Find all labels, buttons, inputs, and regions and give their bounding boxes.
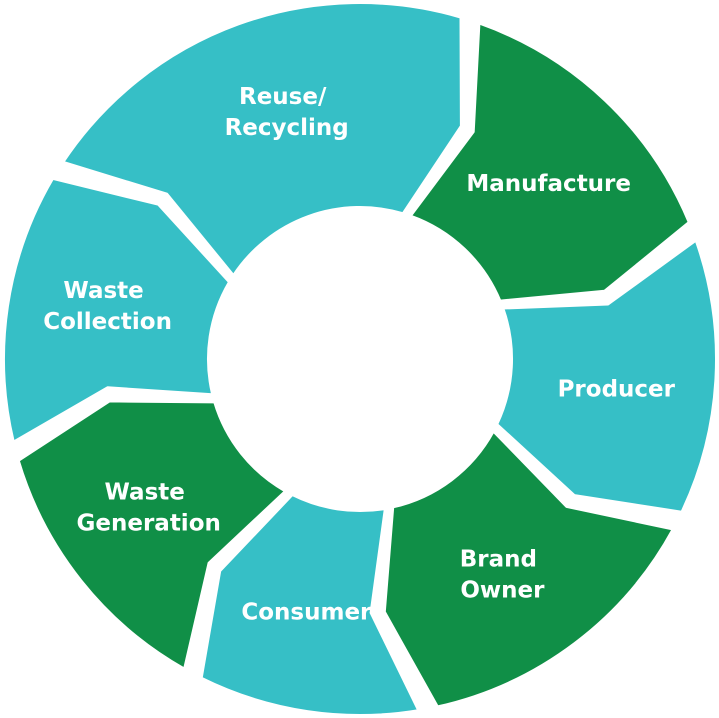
segment-label-producer: Producer bbox=[558, 376, 676, 402]
segment-label-reuse-recycling: Reuse/ Recycling bbox=[225, 84, 349, 141]
segment-label-waste-generation: Waste Generation bbox=[77, 480, 221, 537]
label-line: Owner bbox=[460, 578, 545, 604]
label-line: Reuse/ bbox=[239, 84, 327, 110]
label-line: Recycling bbox=[225, 115, 349, 141]
labels-layer: Manufacture Producer Brand Owner Consume… bbox=[43, 84, 675, 625]
label-line: Waste bbox=[105, 480, 185, 506]
segment-manufacture bbox=[410, 22, 690, 302]
label-line: Brand bbox=[460, 547, 537, 573]
label-line: Manufacture bbox=[466, 171, 631, 197]
label-line: Collection bbox=[43, 309, 172, 335]
segment-label-manufacture: Manufacture bbox=[466, 171, 631, 197]
segment-reuse-recycling bbox=[62, 2, 462, 276]
segment-label-brand-owner: Brand Owner bbox=[460, 547, 545, 604]
segment-waste-collection bbox=[3, 177, 230, 443]
segment-label-consumer: Consumer bbox=[241, 599, 372, 625]
segment-label-waste-collection: Waste Collection bbox=[43, 278, 172, 335]
label-line: Consumer bbox=[241, 599, 372, 625]
segment-producer bbox=[496, 239, 717, 513]
label-line: Generation bbox=[77, 511, 221, 537]
label-line: Waste bbox=[63, 278, 143, 304]
segment-consumer bbox=[200, 494, 420, 716]
segment-brand-owner bbox=[383, 430, 674, 708]
segment-waste-generation bbox=[17, 400, 286, 670]
label-line: Producer bbox=[558, 376, 676, 402]
segments-layer bbox=[3, 2, 717, 716]
